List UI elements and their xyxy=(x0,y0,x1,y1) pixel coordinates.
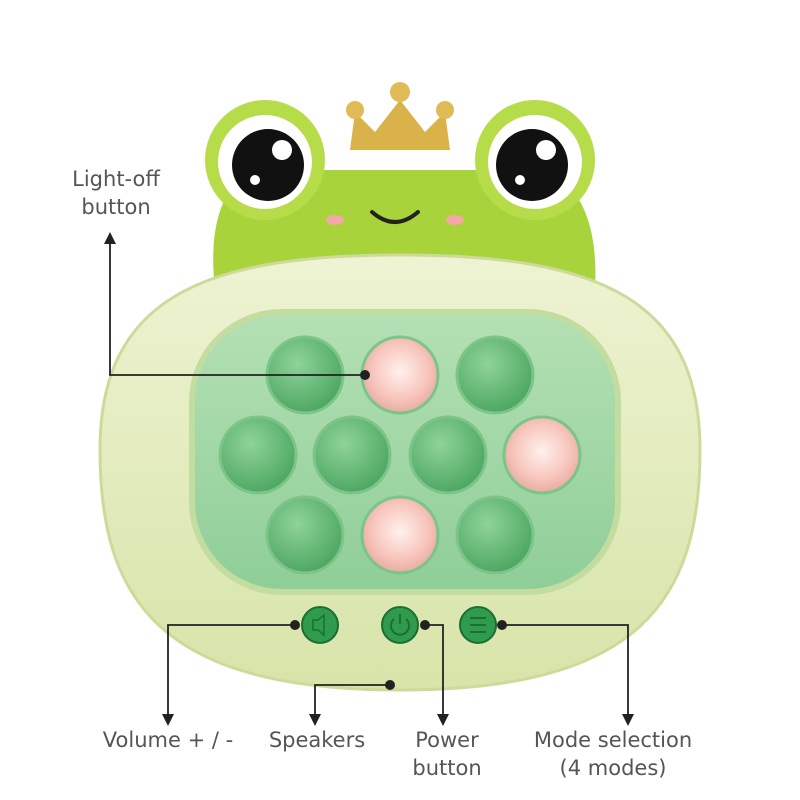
power-button-label: Power button xyxy=(412,726,481,782)
lit-pop-bubble[interactable] xyxy=(360,495,440,575)
lit-pop-bubble[interactable] xyxy=(360,335,440,415)
leader-markers xyxy=(104,232,634,726)
pop-bubble[interactable] xyxy=(408,415,488,495)
leader-lines xyxy=(109,240,629,718)
mode-button[interactable] xyxy=(459,606,497,644)
volume-label: Volume + / - xyxy=(102,728,234,752)
label-line: Mode selection xyxy=(533,728,693,752)
volume-button[interactable] xyxy=(301,606,339,644)
label-line: Light-off xyxy=(72,167,160,191)
pop-bubble[interactable] xyxy=(312,415,392,495)
lit-pop-bubble[interactable] xyxy=(502,415,582,495)
speakers-label: Speakers xyxy=(268,728,366,752)
pop-bubble[interactable] xyxy=(265,495,345,575)
pop-bubble[interactable] xyxy=(455,335,535,415)
label-line: button xyxy=(81,195,151,219)
label-line: (4 modes) xyxy=(559,756,667,780)
label-line: button xyxy=(412,756,482,780)
mode-selection-label: Mode selection (4 modes) xyxy=(534,726,692,782)
pop-bubble[interactable] xyxy=(218,415,298,495)
crown-icon xyxy=(346,82,454,150)
pop-bubble[interactable] xyxy=(455,495,535,575)
power-button[interactable] xyxy=(381,606,419,644)
label-line: Power xyxy=(415,728,479,752)
light-off-button-label: Light-off button xyxy=(72,165,160,221)
